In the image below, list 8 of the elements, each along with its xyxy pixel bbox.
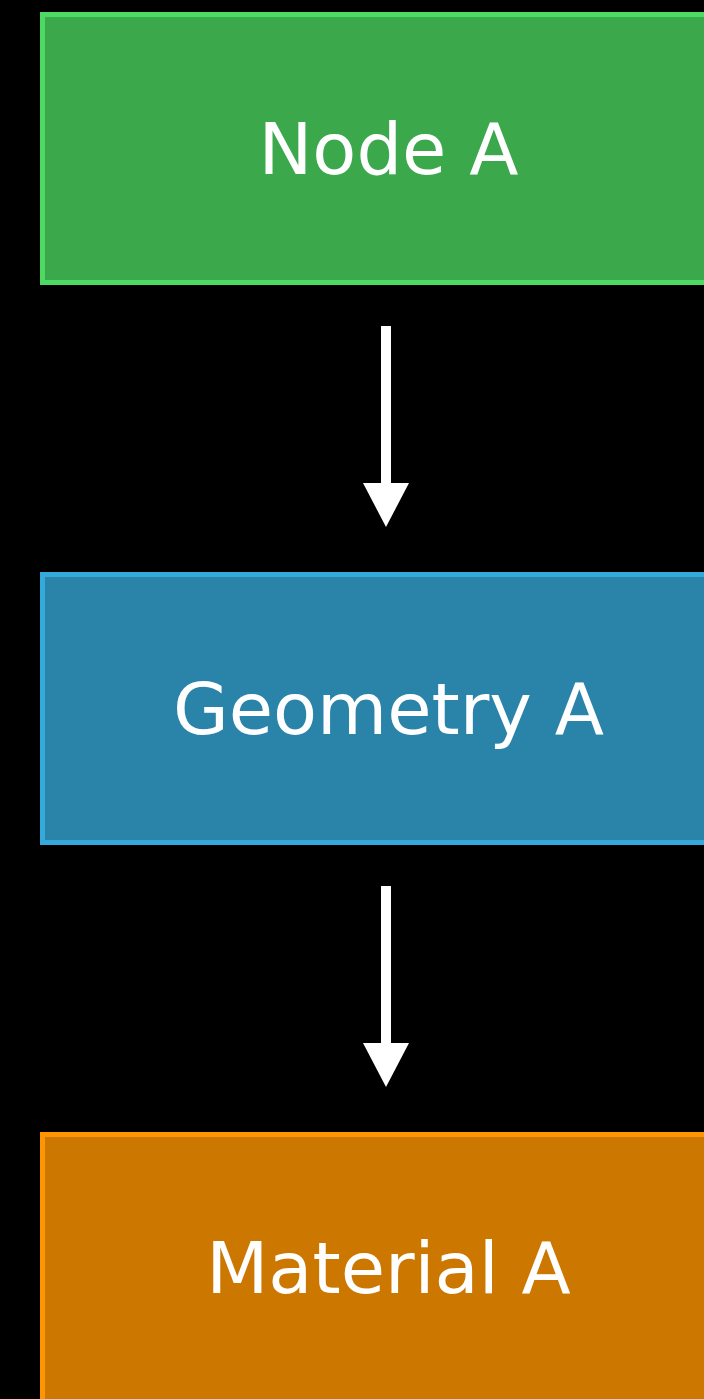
process-box <box>40 12 704 285</box>
process-box <box>40 572 704 845</box>
arrow <box>363 326 409 527</box>
node-label: Material A <box>206 1226 571 1310</box>
arrow <box>363 886 409 1087</box>
node-label: Node A <box>258 106 519 191</box>
process-box <box>40 1132 704 1399</box>
node-label: Geometry A <box>172 666 605 751</box>
